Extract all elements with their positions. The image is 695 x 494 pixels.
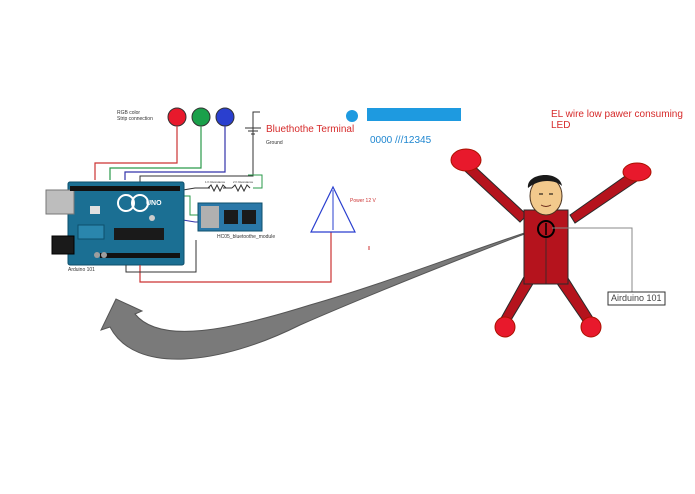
arduino-board-label: Arduino 101 — [68, 267, 95, 273]
terminal-bar — [367, 108, 461, 121]
wire-power — [139, 230, 332, 283]
wire-green — [109, 126, 202, 180]
wire-blue-2 — [182, 219, 200, 223]
callout-line — [552, 227, 633, 294]
power-label: Power 12 V — [350, 198, 376, 204]
ground-symbol — [245, 127, 261, 135]
resistor-1-label: 1 K Resistance — [205, 180, 226, 184]
resistor-1 — [207, 183, 227, 193]
ground-label: Ground — [266, 140, 283, 146]
arduino-callout-box — [607, 291, 666, 306]
board-brand: UNO — [146, 200, 162, 207]
wire-board-low — [125, 240, 197, 273]
wire-blue — [124, 126, 226, 180]
resistor-2-label: 2 K Resistance — [233, 180, 254, 184]
rgb-strip-label: RGB color Strip connection — [117, 110, 153, 122]
resistor-2 — [231, 183, 251, 193]
arduino-callout-label: Airduino 101 — [611, 293, 662, 303]
terminal-code-label: 0000 ///12345 — [370, 135, 432, 146]
led-green — [191, 107, 211, 127]
arduino-board — [45, 181, 185, 266]
led-blue — [215, 107, 235, 127]
wire-green-2 — [183, 195, 200, 216]
hc05-module — [197, 202, 263, 232]
wire-resistors — [182, 187, 210, 191]
module-label: HC05_bluetoothe_module — [217, 234, 276, 240]
bluetooth-terminal-label: Bluethothe Terminal — [266, 124, 355, 135]
terminal-dot — [346, 110, 358, 122]
el-wire-figure — [450, 148, 652, 338]
led-red — [167, 107, 187, 127]
wire-red — [94, 126, 178, 180]
wire-ground — [139, 111, 260, 182]
wire-res-end — [248, 174, 263, 189]
el-wire-label: EL wire low pawer consuming LED — [551, 109, 683, 131]
